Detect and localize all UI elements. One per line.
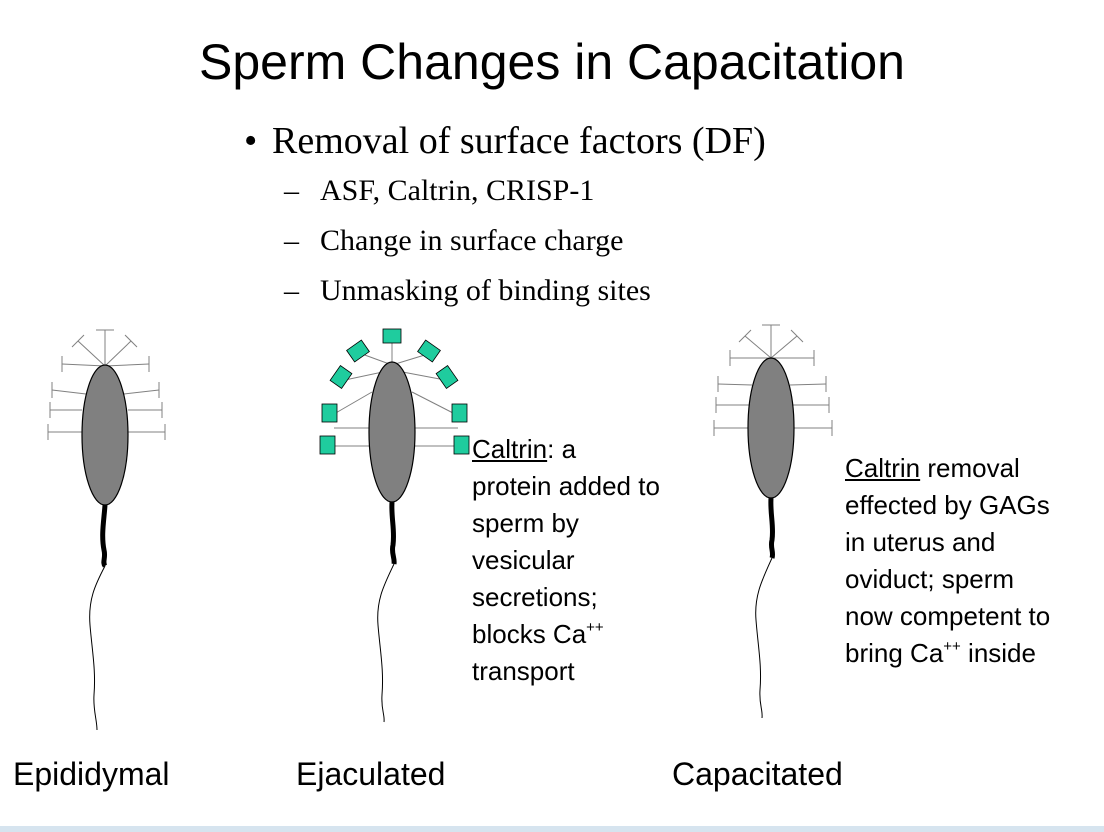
- bullet-sub: –Unmasking of binding sites: [284, 274, 651, 307]
- caltrin-blocks: [319, 328, 470, 455]
- bullet-list: •Removal of surface factors (DF) –ASF, C…: [244, 116, 766, 316]
- caltrin-block: [451, 403, 468, 423]
- caltrin-block: [319, 435, 336, 455]
- bullet-sub-text: Unmasking of binding sites: [320, 274, 651, 307]
- bullet-main-text: Removal of surface factors (DF): [272, 120, 766, 162]
- caption-line: vesicular: [472, 545, 575, 575]
- sperm-head-ejaculated: [368, 361, 416, 503]
- sperm-midpiece-ejaculated: [389, 501, 397, 565]
- bullet-main: •Removal of surface factors (DF): [244, 120, 766, 162]
- caption-text: bring Ca: [845, 638, 944, 668]
- label-capacitated: Capacitated: [672, 756, 843, 792]
- sperm-midpiece-capacitated: [768, 497, 776, 559]
- slide-title: Sperm Changes in Capacitation: [199, 34, 905, 90]
- caption-line: protein added to: [472, 471, 660, 501]
- bottom-border: [0, 826, 1104, 832]
- caltrin-block: [453, 435, 470, 455]
- caption-capacitated: Caltrin removal effected by GAGs in uter…: [845, 450, 1050, 672]
- label-ejaculated: Ejaculated: [296, 756, 446, 792]
- sperm-tail-ejaculated: [377, 563, 395, 723]
- bullet-sub-text: ASF, Caltrin, CRISP-1: [320, 174, 595, 207]
- caption-line: now competent to: [845, 601, 1051, 631]
- bullet-sub: –ASF, Caltrin, CRISP-1: [284, 174, 595, 207]
- caltrin-block: [321, 403, 338, 423]
- sperm-tail-capacitated: [755, 557, 773, 719]
- caltrin-block: [382, 328, 402, 344]
- caption-line: secretions;: [472, 582, 598, 612]
- bullet-sub-text: Change in surface charge: [320, 224, 624, 257]
- caption-text: removal: [920, 453, 1020, 483]
- caltrin-block: [417, 339, 441, 363]
- label-epididymal: Epididymal: [13, 756, 170, 792]
- bullet-sub: –Change in surface charge: [284, 224, 624, 257]
- caltrin-block: [346, 339, 370, 363]
- caption-line: Caltrin: a: [472, 431, 660, 468]
- caption-text: blocks Ca: [472, 619, 587, 649]
- sperm-midpiece-epididymal: [100, 504, 108, 568]
- caltrin-block: [329, 365, 353, 389]
- sperm-head-capacitated: [747, 357, 795, 499]
- caption-text: : a: [547, 434, 577, 464]
- caption-line: bring Ca++ inside: [845, 635, 1050, 672]
- caption-ejaculated: Caltrin: a protein added to sperm by ves…: [472, 431, 660, 690]
- superscript: ++: [943, 638, 961, 655]
- caltrin-term: Caltrin: [845, 453, 921, 483]
- sperm-epididymal: [47, 329, 166, 440]
- sperm-capacitated: [713, 324, 833, 436]
- caption-line: in uterus and: [845, 527, 996, 557]
- caption-line: effected by GAGs: [845, 490, 1050, 520]
- caption-line: transport: [472, 656, 575, 686]
- caption-line: sperm by: [472, 508, 579, 538]
- caption-line: oviduct; sperm: [845, 564, 1015, 594]
- caption-line: blocks Ca++: [472, 616, 660, 653]
- caltrin-term: Caltrin: [472, 434, 548, 464]
- sperm-head-epididymal: [81, 364, 129, 506]
- sperm-tail-epididymal: [89, 565, 106, 731]
- superscript: ++: [586, 619, 604, 636]
- caltrin-block: [435, 365, 459, 389]
- caption-text: inside: [960, 638, 1036, 668]
- caption-line: Caltrin removal: [845, 450, 1050, 487]
